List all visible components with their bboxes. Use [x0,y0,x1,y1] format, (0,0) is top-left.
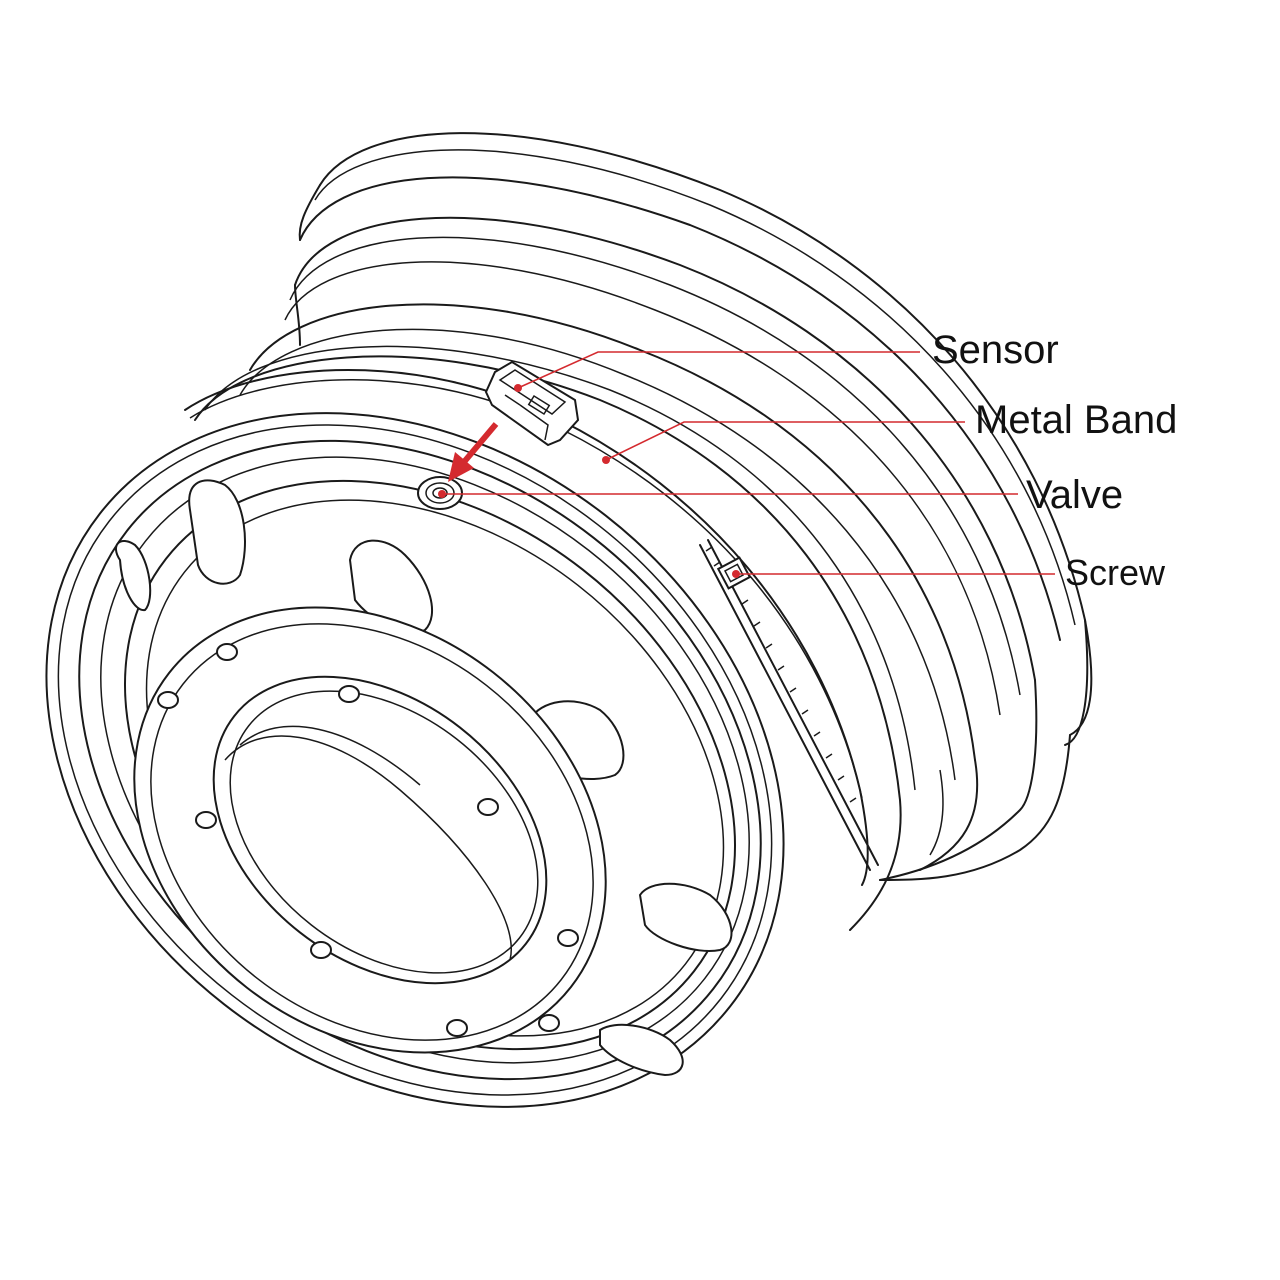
label-screw: Screw [1065,552,1166,593]
sensor [484,360,580,447]
band-serrations [705,546,857,803]
leader-metal-band [605,421,965,461]
label-metal-band: Metal Band [975,398,1177,442]
wheel-vent-holes [115,479,733,1077]
vent-hole [188,479,246,585]
leader-lines [438,351,1055,578]
callout-labels: Sensor Metal Band Valve Screw [932,328,1177,593]
leader-dot-metal-band [602,456,610,464]
vent-hole [638,882,733,952]
leader-dot-valve [438,490,446,498]
label-valve: Valve [1026,473,1123,517]
rim-body-grooves [194,216,1071,931]
leader-dot-screw [732,570,740,578]
leader-sensor [517,351,920,389]
leader-dot-sensor [514,384,522,392]
wheel-hub-disc [133,606,607,1054]
install-arrow [448,422,499,482]
bolt-holes [157,643,579,1037]
label-sensor: Sensor [932,328,1059,372]
vent-hole [115,540,152,612]
vent-hole [599,1023,684,1077]
rim-back-flange [298,132,1093,746]
